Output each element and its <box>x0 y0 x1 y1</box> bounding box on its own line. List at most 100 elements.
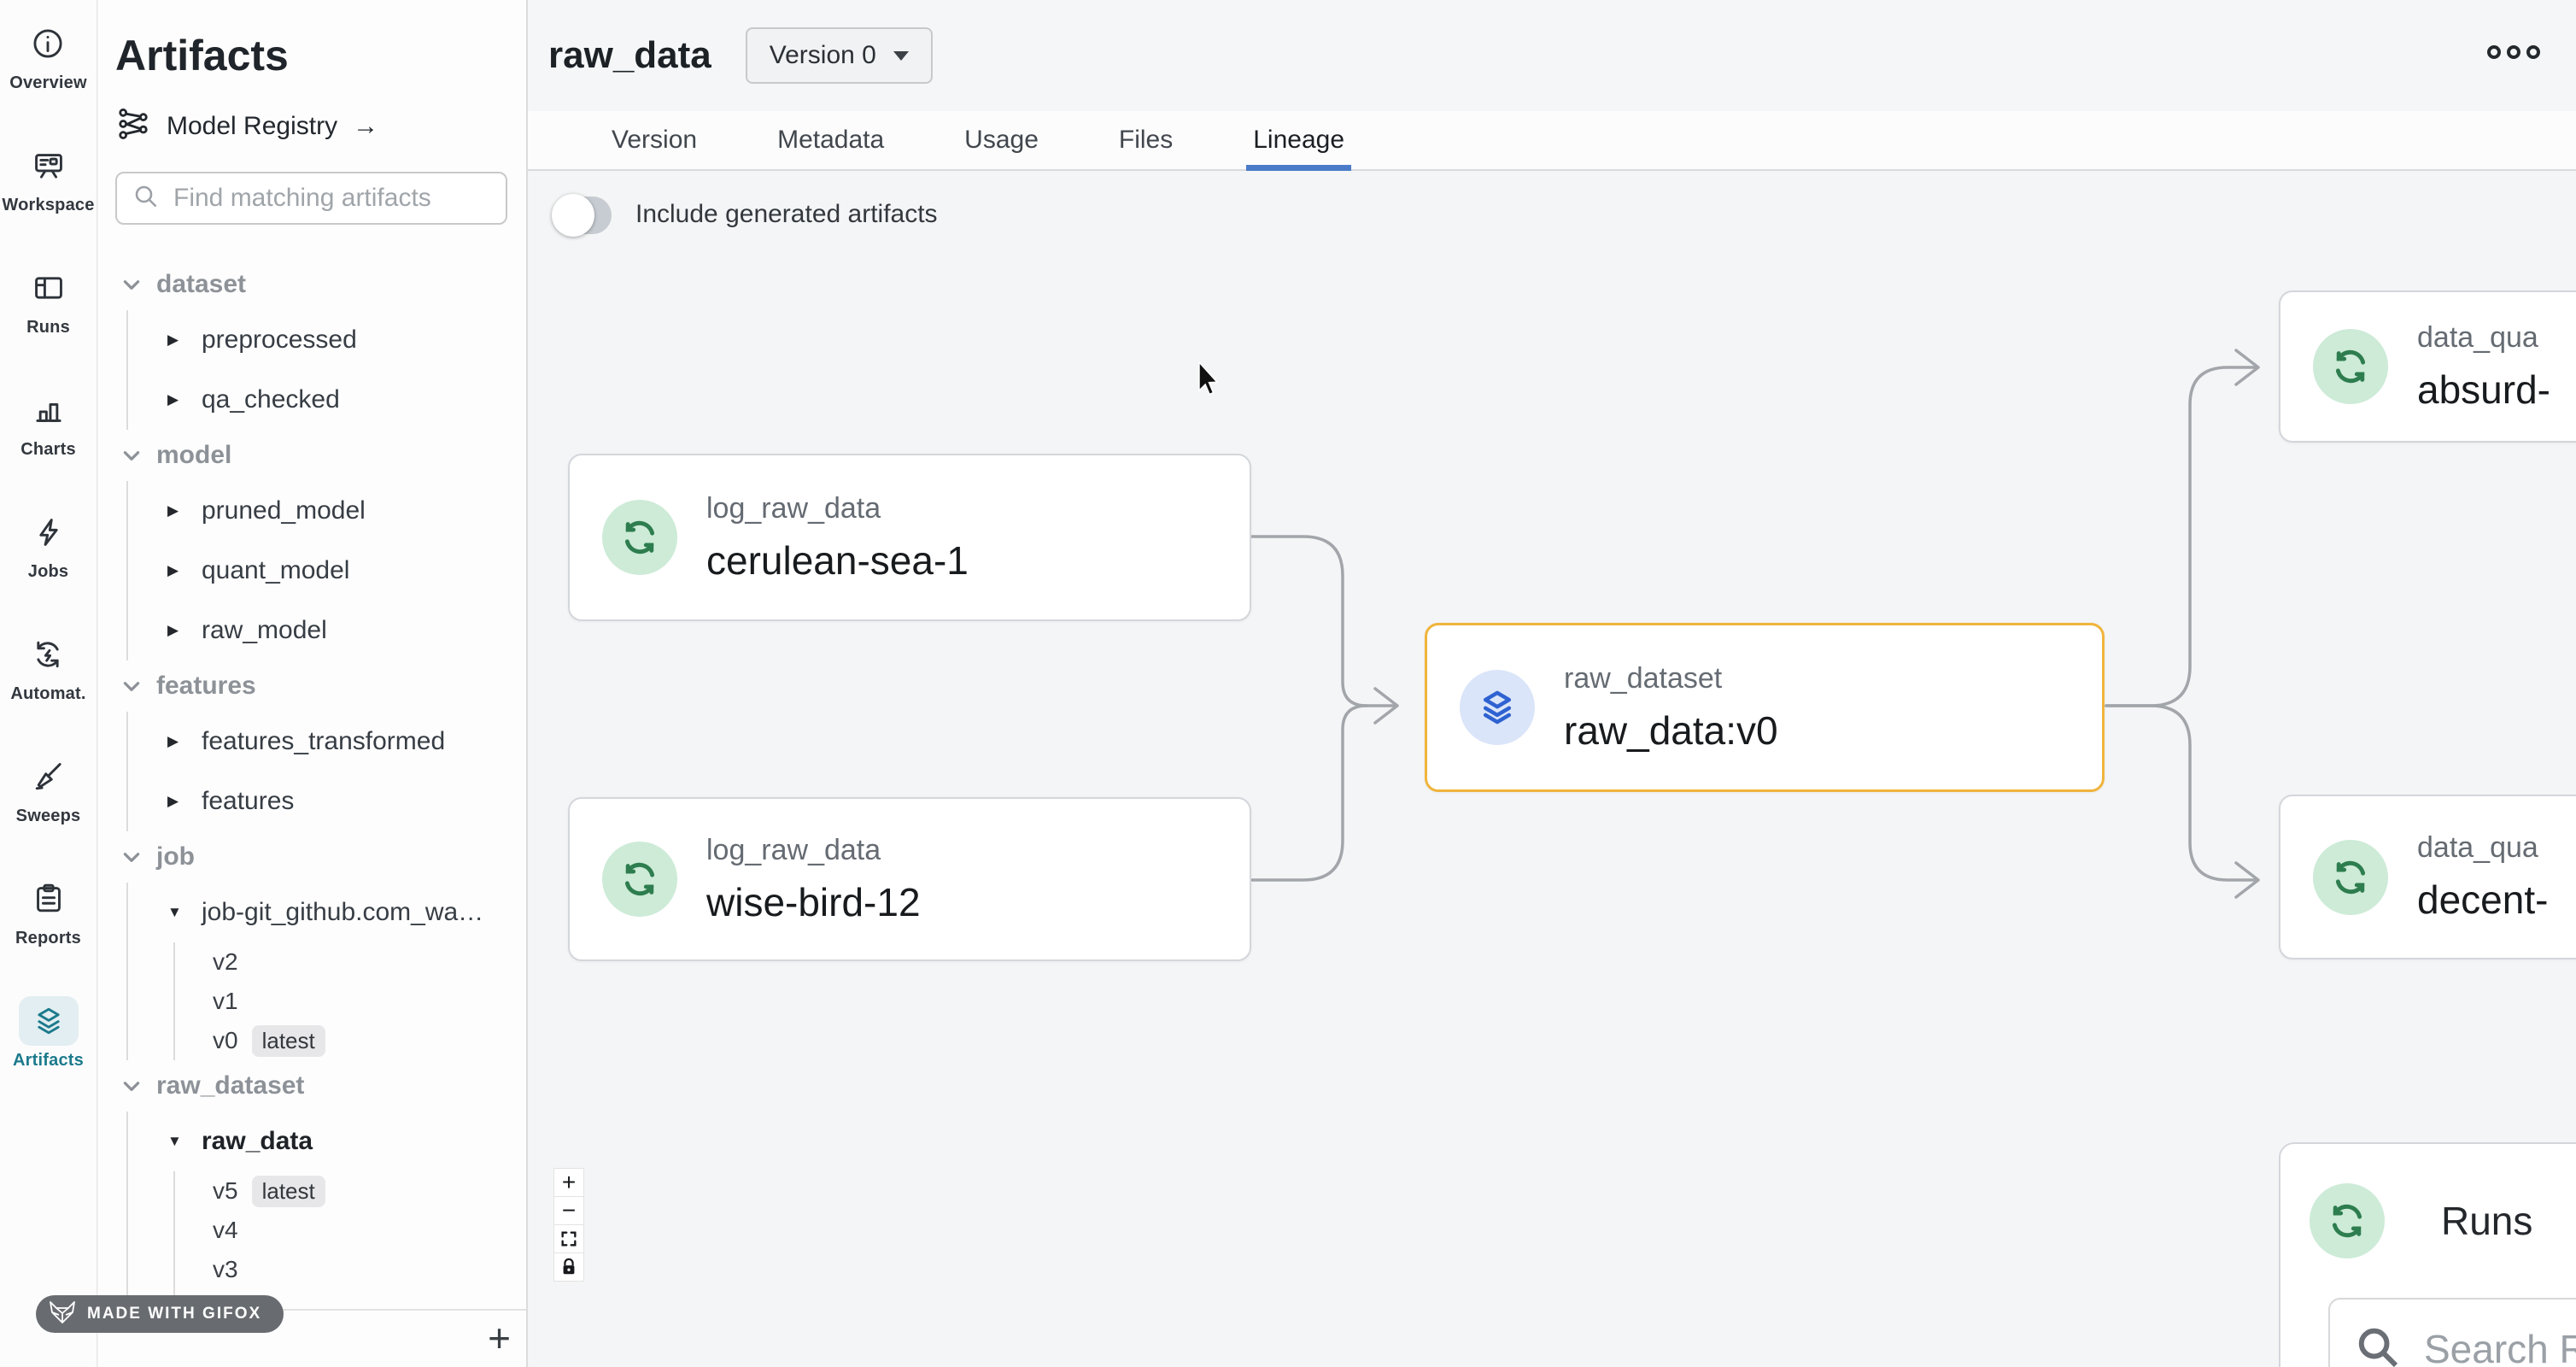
version-item-v3[interactable]: v3 <box>175 1250 526 1289</box>
chevron-down-icon <box>120 273 143 296</box>
version-label: v0 <box>213 1027 238 1053</box>
tree-section-header-raw-dataset[interactable]: raw_dataset <box>98 1060 526 1112</box>
triangle-down-icon: ▼ <box>167 1133 182 1149</box>
tree-item-label: qa_checked <box>202 385 340 414</box>
include-generated-artifacts-toggle[interactable] <box>552 194 612 237</box>
artifact-search-input[interactable] <box>173 184 490 213</box>
tree-section-header-model[interactable]: model <box>98 430 526 481</box>
tree-section-header-dataset[interactable]: dataset <box>98 259 526 310</box>
triangle-right-icon: ▶ <box>167 391 179 408</box>
zoom-in-button[interactable]: + <box>553 1168 584 1197</box>
model-registry-icon <box>115 106 151 146</box>
version-label: v2 <box>213 948 238 975</box>
rail-item-label: Artifacts <box>13 1051 84 1070</box>
rail-item-artifacts[interactable]: Artifacts <box>13 996 84 1071</box>
artifacts-sidebar: Artifacts Model Registry → <box>98 0 528 1367</box>
tab-version[interactable]: Version <box>612 126 698 154</box>
model-registry-link[interactable]: Model Registry → <box>115 106 507 146</box>
tree-item-label: pruned_model <box>202 496 366 525</box>
tree-section-label: raw_dataset <box>156 1071 305 1100</box>
triangle-right-icon: ▶ <box>167 622 179 638</box>
node-name: absurd- <box>2417 367 2550 412</box>
version-label: v3 <box>213 1256 238 1282</box>
rail-item-label: Reports <box>15 929 81 948</box>
version-item-v4[interactable]: v4 <box>175 1211 526 1250</box>
zoom-out-button[interactable]: − <box>553 1196 584 1225</box>
tab-metadata[interactable]: Metadata <box>777 126 885 154</box>
version-selector-button[interactable]: Version 0 <box>745 27 933 84</box>
chevron-down-icon <box>120 444 143 466</box>
rail-item-label: Runs <box>26 318 70 337</box>
rail-item-charts[interactable]: Charts <box>19 385 79 460</box>
runs-panel-node[interactable]: Runs <box>2279 1142 2576 1367</box>
reports-icon <box>19 874 79 924</box>
tab-usage[interactable]: Usage <box>964 126 1039 154</box>
rail-item-runs[interactable]: Runs <box>19 263 79 337</box>
tab-files[interactable]: Files <box>1118 126 1174 154</box>
overflow-menu-button[interactable] <box>2485 43 2542 64</box>
tree-item-label: features_transformed <box>202 727 446 755</box>
tree-section-header-features[interactable]: features <box>98 660 526 712</box>
runs-icon <box>19 263 79 313</box>
tree-section-children: ▶pruned_model▶quant_model ▶ raw_model <box>126 481 526 660</box>
tree-section-header-job[interactable]: job <box>98 831 526 883</box>
lock-button[interactable] <box>553 1253 584 1282</box>
tree-section-children: ▶features_transformed ▶ features <box>126 712 526 831</box>
rail-item-label: Jobs <box>27 562 69 581</box>
triangle-right-icon: ▶ <box>167 793 179 809</box>
search-icon <box>2354 1323 2402 1367</box>
tree-item-label: raw_model <box>202 616 327 644</box>
tree-section-label: model <box>156 441 232 469</box>
chevron-down-icon <box>120 846 143 868</box>
tree-item-features-transformed[interactable]: ▶features_transformed <box>128 712 526 772</box>
add-artifact-button[interactable]: + <box>488 1312 511 1364</box>
tree-item-job-git-github-com-wa[interactable]: ▼job-git_github.com_wa… <box>128 883 526 942</box>
artifact-header: raw_data Version 0 <box>528 0 2576 111</box>
model-registry-label: Model Registry <box>167 111 338 140</box>
sidebar-head: Artifacts Model Registry → <box>98 0 526 225</box>
rail-item-sweeps[interactable]: Sweeps <box>16 752 81 826</box>
triangle-right-icon: ▶ <box>167 331 179 348</box>
tree-section-label: features <box>156 672 256 700</box>
mouse-cursor <box>1196 360 1221 402</box>
node-title: raw_dataset <box>1564 661 1723 695</box>
fit-view-button[interactable] <box>553 1224 584 1253</box>
page-title: raw_data <box>548 34 711 76</box>
latest-badge: latest <box>251 1175 325 1207</box>
include-generated-artifacts-label: Include generated artifacts <box>635 200 938 228</box>
tab-lineage[interactable]: Lineage <box>1246 111 1351 171</box>
tree-item-label: features <box>202 787 295 815</box>
rail-item-reports[interactable]: Reports <box>15 874 81 948</box>
rail-item-workspace[interactable]: Workspace <box>2 141 94 215</box>
tree-item-raw-data[interactable]: ▼raw_data <box>128 1112 526 1171</box>
tree-item-quant-model[interactable]: ▶quant_model <box>128 541 526 601</box>
tree-item-raw-model[interactable]: ▶ raw_model <box>128 601 526 660</box>
version-item-v2[interactable]: v2 <box>175 942 526 982</box>
version-list: v5latestv4v3v2 <box>173 1171 526 1329</box>
tree-item-pruned-model[interactable]: ▶pruned_model <box>128 481 526 541</box>
runs-search-box <box>2328 1298 2576 1367</box>
tree-item-qa-checked[interactable]: ▶ qa_checked <box>128 370 526 430</box>
sweeps-icon <box>19 752 79 801</box>
rail-item-automat[interactable]: Automat. <box>10 630 85 704</box>
rail-item-overview[interactable]: Overview <box>9 19 87 93</box>
tree-section-children: ▼raw_datav5latestv4v3v2 <box>126 1112 526 1329</box>
version-item-v1[interactable]: v1 <box>175 982 526 1021</box>
tree-item-preprocessed[interactable]: ▶preprocessed <box>128 310 526 370</box>
workspace-icon <box>19 141 79 191</box>
rail-item-jobs[interactable]: Jobs <box>19 507 79 582</box>
tree-item-features[interactable]: ▶ features <box>128 772 526 831</box>
automations-icon <box>18 630 78 679</box>
runs-search-input[interactable] <box>2424 1326 2576 1367</box>
